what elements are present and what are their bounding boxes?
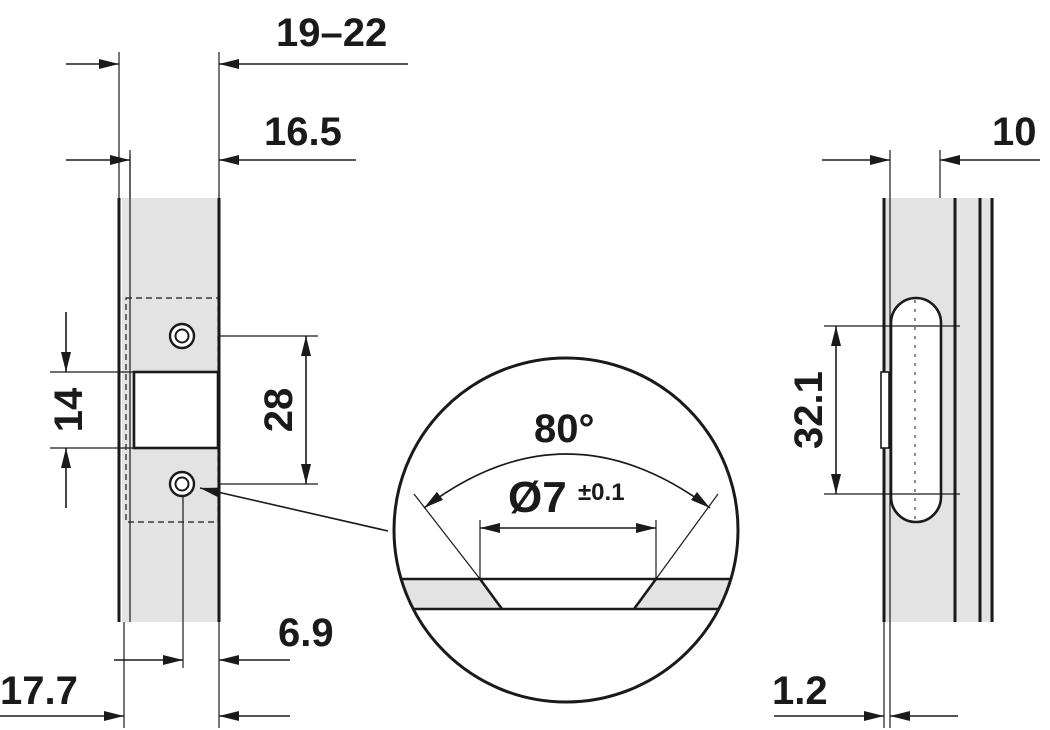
left-front-view	[0, 52, 408, 728]
screw-hole-top	[168, 322, 196, 350]
right-side-view	[774, 150, 1040, 728]
dimension-16-5: 16.5	[264, 110, 342, 154]
dimension-diameter-7: Ø7	[508, 473, 567, 522]
dimension-tolerance: ±0.1	[578, 479, 625, 506]
dimension-angle-80: 80°	[534, 407, 595, 451]
latch-slot	[889, 296, 943, 524]
dimension-28: 28	[257, 388, 301, 433]
dimension-10: 10	[992, 110, 1037, 154]
dimension-1-2: 1.2	[772, 669, 828, 713]
dimension-32-1: 32.1	[787, 371, 831, 449]
dimension-6-9: 6.9	[278, 611, 334, 655]
countersink-detail	[392, 356, 740, 704]
dimension-17-7: 17.7	[0, 669, 78, 713]
dimension-19-22: 19–22	[276, 11, 387, 55]
latch-opening	[132, 370, 220, 450]
dimension-14: 14	[47, 387, 91, 432]
screw-hole-bottom	[168, 470, 196, 498]
